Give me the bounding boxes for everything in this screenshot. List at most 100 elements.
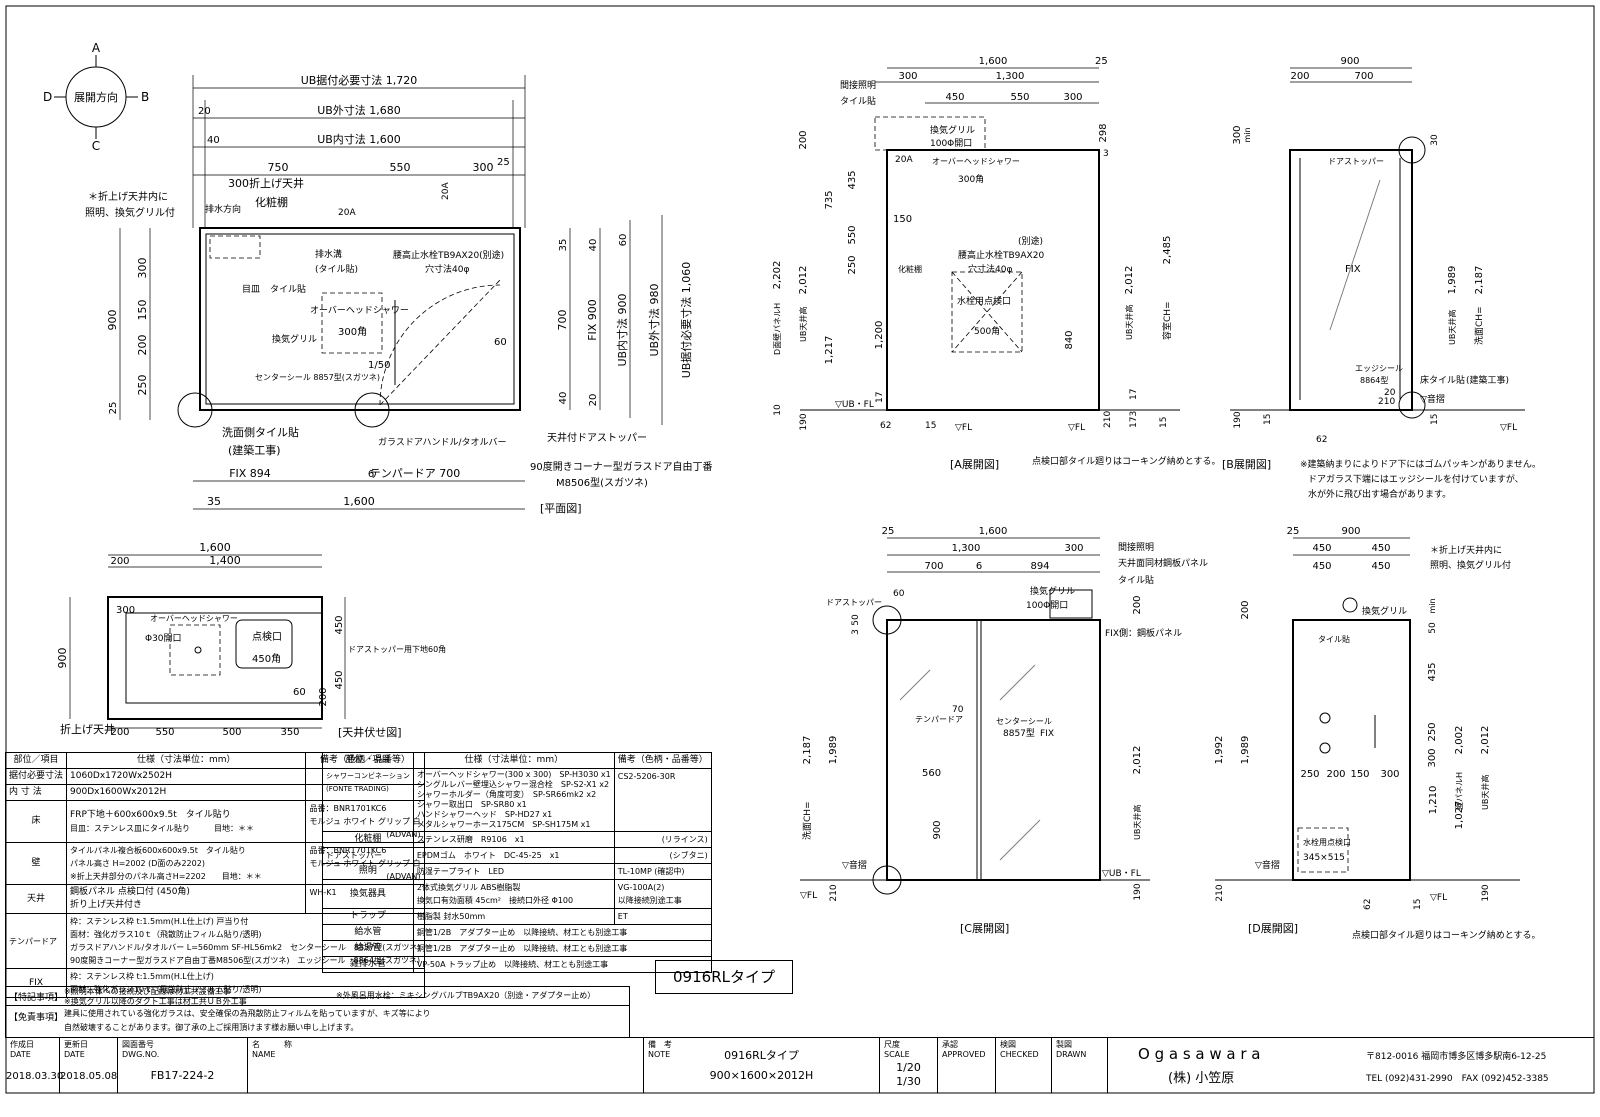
spec-cell: 銅管1/2B アダプター止め 以降接続、材工とも別途工事 — [412, 924, 712, 941]
dim-label: 200 — [1326, 769, 1345, 780]
item-cell: 据付必要寸法 — [4, 768, 68, 785]
note: 300角 — [338, 326, 367, 338]
disclaimer-line: 自然破壊することがあります。御了承の上ご採用頂けます様お願い申し上げます。 — [64, 1023, 359, 1032]
dim-label: 62 — [1363, 899, 1373, 910]
note: 450角 — [252, 653, 281, 665]
ceiling-plan: 1,600 200 1,400 300 900 450 450 200 60 2… — [56, 541, 446, 739]
dim-label: 200 — [136, 335, 149, 356]
header-cell: 部位／項目 — [322, 752, 414, 769]
item-cell: 内 寸 法 — [4, 784, 68, 801]
note: 1/50 — [368, 360, 390, 371]
note: ▽FL — [1430, 893, 1447, 903]
note: オーバーヘッドシャワー — [150, 614, 238, 623]
note: UB天井高 — [1132, 805, 1142, 840]
note: D面壁パネルH — [772, 303, 782, 355]
dim-label: 17 — [1129, 389, 1139, 400]
note: ドアストッパー — [1328, 157, 1384, 166]
dim-label: 60 — [293, 687, 306, 698]
direction-compass: 展開方向 A B C D — [43, 41, 149, 153]
special-note-line: ※換気グリル以降のダクト工事は材工共ＵＢ外工事 — [64, 997, 247, 1006]
dim-label: 1,989 — [828, 736, 839, 765]
note: 20A — [338, 208, 356, 218]
item-cell: FIX — [4, 968, 68, 998]
note: タイル貼 — [270, 283, 306, 295]
item-cell: 給水管 — [322, 924, 414, 941]
special-notes: 【特記事項】 ※照明本体への接続及び配線は材工共設備工事 ※換気グリル以降のダク… — [5, 986, 630, 1006]
item-cell: 床 — [4, 800, 68, 843]
note: タイル貼 — [840, 95, 876, 107]
disclaimer-line: 建具に使用されている強化ガラスは、安全確保の為飛散防止フィルムを貼っていますが、… — [64, 1009, 431, 1018]
dim-label: 25 — [108, 402, 119, 415]
dim-label: 1,300 — [952, 543, 981, 554]
dim-label: 25 — [882, 526, 895, 537]
dim-label: 298 — [1098, 123, 1109, 142]
dim-label: 25 — [1095, 56, 1108, 67]
dim-label: min — [1243, 127, 1252, 142]
dim-label: 1,600 — [979, 56, 1008, 67]
note: 水が外に飛び出す場合があります。 — [1308, 488, 1451, 500]
dim-label: 1,600 — [343, 495, 375, 508]
note: 300折上げ天井 — [228, 176, 304, 190]
type-label: 0916RLタイプ — [655, 960, 793, 994]
note: 100Φ開口 — [930, 138, 972, 149]
note: テンパードア — [915, 715, 963, 724]
note: 換気グリル — [272, 333, 317, 345]
dir-c: C — [92, 139, 100, 153]
item-cell: 換気器具 — [322, 879, 414, 909]
note: Φ30開口 — [145, 633, 182, 644]
spec-cell: 鋼板パネル 点検口付 (450角)折り上げ天井付き — [66, 884, 307, 914]
dim-label: 2,485 — [1162, 236, 1173, 265]
dim-label: 15 — [1413, 899, 1423, 910]
note: (別途) — [1018, 235, 1043, 247]
note: 点検口部タイル廻りはコーキング納めとする。 — [1032, 455, 1220, 467]
dim-label: 450 — [945, 92, 964, 103]
note: (建築工事) — [228, 443, 281, 457]
dim-label: 40 — [588, 239, 599, 252]
note: ▽FL — [1068, 423, 1085, 433]
table-row: 化粧棚ステンレス研磨 R9106 x1(リラインス) — [322, 831, 712, 848]
dim-label: 1,210 — [1428, 786, 1439, 815]
dim-label: 550 — [847, 225, 858, 244]
item-cell: テンパードア — [4, 913, 68, 969]
note: 間接照明 — [840, 79, 876, 91]
dim-label: 3 — [851, 629, 861, 635]
dim-label: 20 — [588, 394, 599, 407]
dim-label: 435 — [847, 170, 858, 189]
dim-label: 210 — [829, 884, 839, 901]
note: ▽FL — [1500, 423, 1517, 433]
item-cell: 天井 — [4, 884, 68, 914]
dir-b: B — [141, 90, 149, 104]
item-cell: 化粧棚 — [322, 831, 414, 848]
dim-label: 2,012 — [798, 266, 809, 295]
dim-label: 70 — [952, 705, 964, 715]
view-title: [C展開図] — [960, 922, 1009, 935]
note: 8857型 — [1003, 728, 1035, 739]
note: UB天井高 — [1480, 775, 1490, 810]
note-cell: ET — [613, 908, 712, 925]
item-cell: トラップ — [322, 908, 414, 925]
dim-label: 1,200 — [874, 321, 885, 350]
table-row: 給湯管銅管1/2B アダプター止め 以降接続、材工とも別途工事 — [322, 940, 712, 957]
note: オーバーヘッドシャワー — [932, 157, 1020, 166]
spec-cell: ステンレス研磨 R9106 x1 — [412, 831, 615, 848]
dim-label: 200 — [798, 130, 809, 149]
dim-label: 150 — [893, 214, 912, 225]
note: センターシール — [996, 717, 1052, 726]
view-title: [B展開図] — [1222, 458, 1271, 471]
dim-label: 62 — [1316, 435, 1327, 445]
spec-cell: 防湿テープライト LED — [412, 863, 615, 880]
note: ガラスドアハンドル/タオルバー — [378, 437, 507, 448]
dim-label: 550 — [155, 727, 174, 738]
dim-label: 200 — [1290, 71, 1309, 82]
note: 天井面同材鋼板パネル — [1118, 557, 1208, 569]
dim-label: FIX 894 — [229, 467, 271, 480]
direction-label: 展開方向 — [74, 90, 118, 104]
dim-label: UB外寸法 1,680 — [317, 103, 401, 117]
dim-label: 700 — [556, 310, 569, 331]
dim-label: 6 — [368, 469, 374, 480]
dim-label: 2,012 — [1480, 726, 1491, 755]
